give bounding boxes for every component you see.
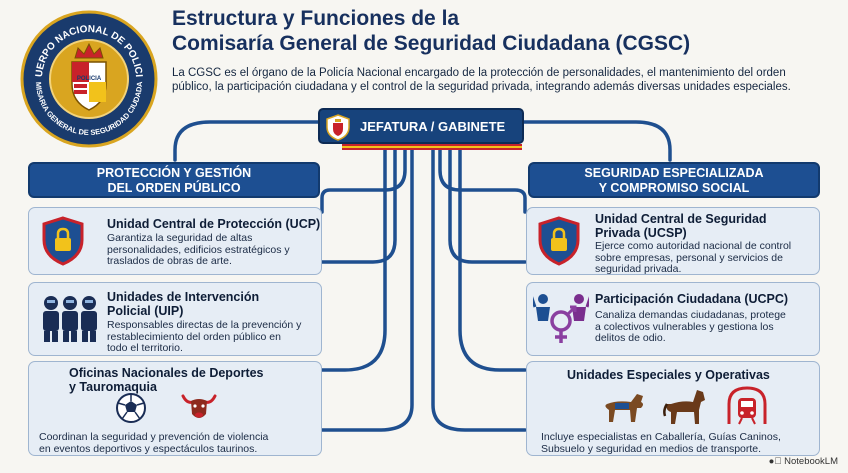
ucp-desc-line: personalidades, edificios estratégicos y bbox=[107, 243, 290, 256]
deportes-title-line: Oficinas Nacionales de Deportes bbox=[69, 366, 264, 380]
card-ucpc: Participación Ciudadana (UCPC) Canaliza … bbox=[526, 282, 820, 356]
ucp-desc-line: Garantiza la seguridad de altas bbox=[107, 232, 253, 244]
page-title: Estructura y Funciones de la Comisaría G… bbox=[172, 6, 690, 56]
horse-icon bbox=[663, 390, 705, 424]
jefatura-node: JEFATURA / GABINETE bbox=[318, 108, 524, 150]
soccer-ball-icon bbox=[116, 393, 146, 423]
ucpc-desc-line: a colectivos vulnerables y gestiona los bbox=[595, 320, 774, 333]
riot-police-icon bbox=[43, 296, 97, 342]
brand-label: NotebookLM bbox=[784, 456, 838, 467]
uip-title-line: Policial (UIP) bbox=[107, 304, 184, 318]
card-ucsp: Unidad Central de Seguridad Privada (UCS… bbox=[526, 207, 820, 275]
card-ucp: Unidad Central de Protección (UCP) Garan… bbox=[28, 207, 322, 275]
ucpc-desc-line: Canaliza demandas ciudadanas, protege bbox=[595, 309, 786, 321]
ucpc-desc-line: delitos de odio. bbox=[595, 332, 666, 344]
emblem-shield-text: POLICIA bbox=[77, 76, 102, 82]
deportes-desc-line: Coordinan la seguridad y prevención de v… bbox=[39, 431, 269, 443]
ucpc-title: Participación Ciudadana (UCPC) bbox=[595, 292, 789, 306]
intro-text: La CGSC es el órgano de la Policía Nacio… bbox=[172, 67, 791, 93]
diversity-icon bbox=[533, 294, 589, 343]
shield-lock-icon bbox=[42, 216, 84, 266]
ucsp-desc-line: Ejerce como autoridad nacional de contro… bbox=[595, 240, 792, 252]
card-especiales: Unidades Especiales y Operativas Incluye… bbox=[526, 361, 820, 456]
uip-desc-line: restablecimiento del orden público en bbox=[107, 330, 281, 343]
left-header-line-1: PROTECCIÓN Y GESTIÓN bbox=[96, 166, 252, 180]
train-tunnel-icon bbox=[727, 386, 767, 425]
shield-lock-icon bbox=[538, 216, 580, 266]
especiales-title: Unidades Especiales y Operativas bbox=[567, 368, 770, 382]
notebooklm-brand: ●⃝ NotebookLM bbox=[769, 456, 838, 467]
dog-icon bbox=[605, 394, 643, 422]
ucsp-desc-line: sobre empresas, personal y servicios de bbox=[595, 251, 783, 264]
ucsp-desc-line: seguridad privada. bbox=[595, 263, 682, 275]
ucp-desc-line: traslados de obras de arte. bbox=[107, 255, 232, 267]
uip-desc-line: todo el territorio. bbox=[107, 342, 183, 354]
police-emblem: CUERPO NACIONAL DE POLICIA COMISARIA GEN… bbox=[20, 10, 158, 148]
bull-icon bbox=[181, 394, 217, 418]
deportes-title-line: y Tauromaquia bbox=[69, 380, 157, 394]
jefatura-label: JEFATURA / GABINETE bbox=[360, 119, 506, 134]
deportes-desc-line: en eventos deportivos y espectáculos tau… bbox=[39, 442, 258, 455]
card-uip: Unidades de Intervención Policial (UIP) … bbox=[28, 282, 322, 356]
especiales-desc-line: Subsuelo y seguridad en medios de transp… bbox=[541, 442, 762, 455]
ucp-title: Unidad Central de Protección (UCP) bbox=[107, 217, 321, 231]
card-deportes: Oficinas Nacionales de Deportes y Taurom… bbox=[28, 361, 322, 456]
spain-flag-stripe bbox=[342, 144, 522, 150]
ucsp-title-line: Unidad Central de Seguridad bbox=[595, 212, 767, 226]
uip-title-line: Unidades de Intervención bbox=[107, 290, 260, 304]
notebooklm-icon: ●⃝ bbox=[768, 456, 785, 467]
uip-desc-line: Responsables directas de la prevención y bbox=[107, 319, 302, 331]
title-line-2: Comisaría General de Seguridad Ciudadana… bbox=[172, 32, 691, 55]
right-column-header: SEGURIDAD ESPECIALIZADA Y COMPROMISO SOC… bbox=[528, 162, 820, 198]
right-header-line-2: Y COMPROMISO SOCIAL bbox=[598, 181, 750, 195]
right-header-line-1: SEGURIDAD ESPECIALIZADA bbox=[584, 166, 764, 180]
ucsp-title-line: Privada (UCSP) bbox=[595, 226, 687, 240]
left-column-header: PROTECCIÓN Y GESTIÓN DEL ORDEN PÚBLICO bbox=[28, 162, 320, 198]
police-badge-icon bbox=[326, 114, 350, 141]
left-header-line-2: DEL ORDEN PÚBLICO bbox=[107, 181, 241, 195]
especiales-desc-line: Incluye especialistas en Caballería, Guí… bbox=[541, 431, 781, 443]
title-line-1: Estructura y Funciones de la bbox=[172, 7, 460, 30]
